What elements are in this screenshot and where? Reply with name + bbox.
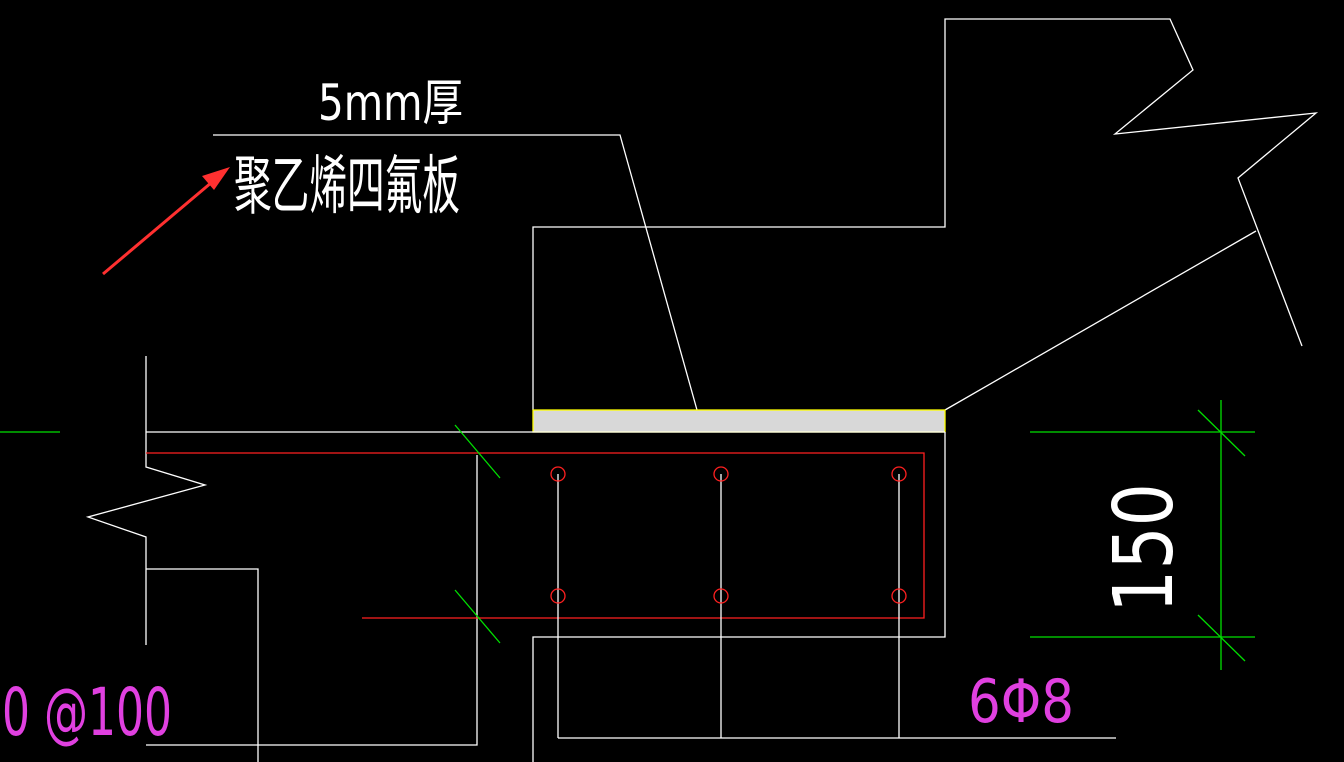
rebar-longitudinal-label: 6Φ8 [968, 667, 1074, 737]
rebar-circle-top-2 [713, 466, 729, 482]
dimension-text: 150 [1097, 483, 1192, 613]
ptfe-pad [532, 409, 946, 433]
dim-tick-top [1197, 409, 1246, 457]
material-note: 聚乙烯四氟板 [234, 150, 460, 224]
thickness-note: 5mm厚 [318, 74, 463, 132]
rebar-stirrup-label: 0 @100 [2, 674, 172, 751]
rebar-circle-bottom-1 [550, 588, 566, 604]
rebar-circle-bottom-3 [891, 588, 907, 604]
dim-tick-bottom [1197, 614, 1246, 662]
structure-diagonal-line [944, 230, 1257, 411]
lower-support-outline [146, 455, 478, 746]
upper-structure-outline [532, 18, 1319, 410]
callout-arrow-head [202, 167, 230, 190]
rebar-circle-bottom-2 [713, 588, 729, 604]
note-leader-line [213, 134, 698, 411]
corbel-outline [532, 432, 946, 762]
left-lower-outline [146, 568, 259, 762]
left-wall-outline-upper [85, 356, 208, 645]
section-tick-top [454, 424, 501, 479]
rebar-circle-top-3 [891, 466, 907, 482]
section-tick-bottom [454, 589, 501, 644]
rebar-circle-top-1 [550, 466, 566, 482]
callout-arrow-shaft [102, 175, 219, 276]
stirrup-outline [146, 452, 925, 619]
